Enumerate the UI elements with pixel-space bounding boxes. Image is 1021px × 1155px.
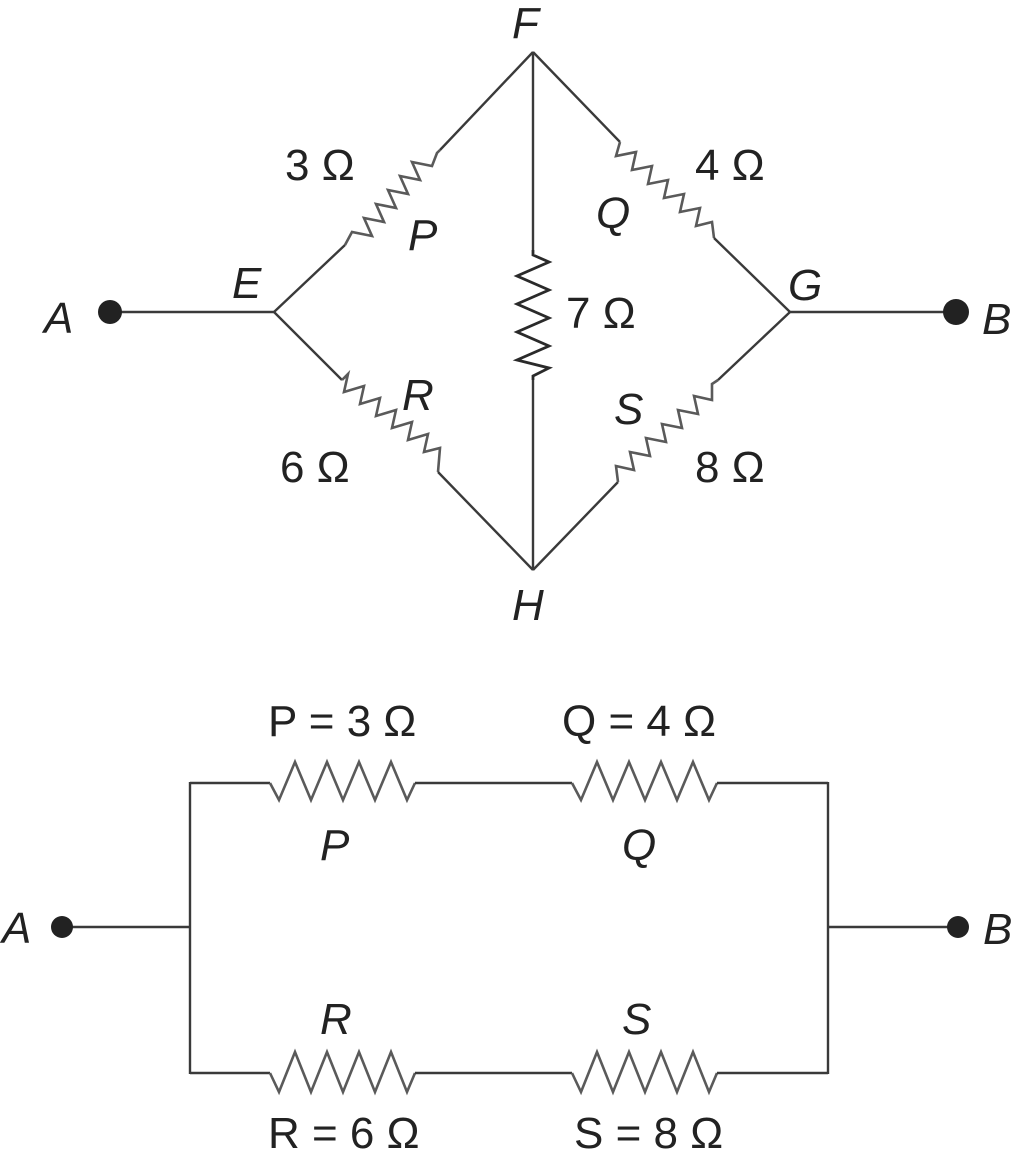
resistor-label-p-bottom: P bbox=[320, 821, 350, 870]
resistor-value-s: 8 Ω bbox=[695, 443, 765, 492]
wire-e-p bbox=[273, 244, 346, 313]
resistor-label-s-bottom: S bbox=[622, 995, 651, 1044]
wire-e-r bbox=[273, 311, 343, 381]
resistor-r-series bbox=[268, 1048, 417, 1096]
equation-label-q: Q = 4 Ω bbox=[562, 697, 716, 746]
equation-label-p: P = 3 Ω bbox=[268, 697, 416, 746]
resistor-q bbox=[614, 141, 716, 239]
wire-q-g bbox=[713, 237, 791, 313]
resistor-label-s: S bbox=[614, 385, 643, 434]
equation-label-s: S = 8 Ω bbox=[574, 1109, 723, 1155]
resistor-label-q: Q bbox=[596, 189, 630, 238]
terminal-b-bottom bbox=[947, 916, 969, 938]
node-label-b-bottom: B bbox=[983, 905, 1012, 954]
wire-h-s bbox=[532, 481, 619, 571]
resistor-label-p: P bbox=[408, 211, 438, 260]
wire-r-h bbox=[437, 471, 534, 571]
resistor-value-p: 3 Ω bbox=[285, 141, 355, 190]
resistor-value-r: 6 Ω bbox=[280, 443, 350, 492]
node-label-h: H bbox=[512, 581, 544, 630]
resistor-p bbox=[343, 149, 441, 246]
equation-label-r: R = 6 Ω bbox=[268, 1109, 420, 1155]
wire-p-f bbox=[439, 51, 534, 151]
resistor-label-r: R bbox=[402, 371, 434, 420]
node-label-a-bottom: A bbox=[0, 904, 31, 953]
terminal-a-bottom bbox=[51, 916, 73, 938]
resistor-q-series bbox=[570, 758, 719, 804]
resistor-r bbox=[341, 369, 442, 473]
node-label-e: E bbox=[232, 259, 262, 308]
resistor-s bbox=[614, 378, 719, 483]
node-label-g: G bbox=[788, 261, 822, 310]
bridge-circuit: A E F G B H P Q R S 3 Ω 4 Ω 6 Ω 8 Ω 7 Ω bbox=[41, 0, 1011, 630]
terminal-a bbox=[98, 300, 122, 324]
wire-s-g bbox=[717, 311, 791, 381]
node-label-f: F bbox=[512, 0, 541, 48]
resistor-label-r-bottom: R bbox=[320, 995, 352, 1044]
resistor-s-series bbox=[570, 1048, 719, 1096]
parallel-circuit: A B P = 3 Ω Q = 4 Ω R = 6 Ω S = 8 Ω P Q … bbox=[0, 697, 1012, 1155]
resistor-label-q-bottom: Q bbox=[622, 821, 656, 870]
wire-f-q bbox=[532, 51, 621, 143]
resistor-p-series bbox=[268, 758, 417, 804]
resistor-value-middle: 7 Ω bbox=[566, 289, 636, 338]
node-label-a: A bbox=[41, 294, 73, 343]
resistor-value-q: 4 Ω bbox=[695, 141, 765, 190]
resistor-middle bbox=[512, 250, 554, 380]
terminal-b bbox=[943, 299, 969, 325]
node-label-b: B bbox=[982, 295, 1011, 344]
